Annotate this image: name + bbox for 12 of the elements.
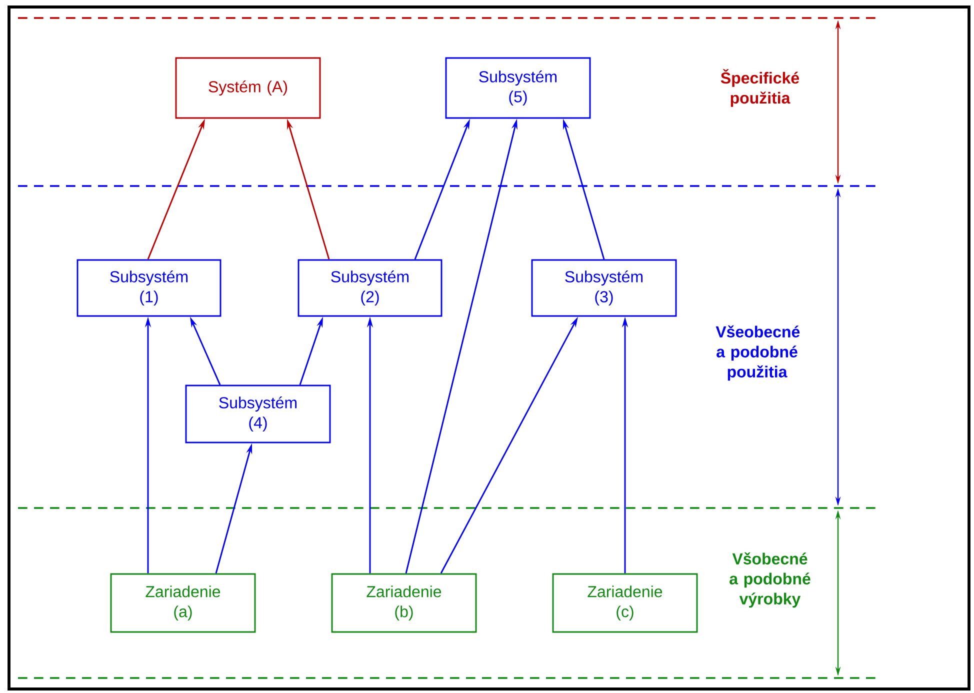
subsystem-box: Subsystém (2) <box>298 259 442 317</box>
device-box: Zariadenie (c) <box>552 573 698 633</box>
system-box: Systém (A) <box>175 57 321 119</box>
level-label: Všobecné a podobné výrobky <box>730 552 810 608</box>
device-box: Zariadenie (a) <box>110 573 256 633</box>
device-box: Zariadenie (b) <box>331 573 477 633</box>
level-label: Všeobecné a podobné použitia <box>716 325 800 381</box>
subsystem-box: Subsystém (4) <box>185 384 331 444</box>
subsystem-box: Subsystém (5) <box>445 57 591 119</box>
subsystem-box: Subsystém (1) <box>76 259 222 317</box>
subsystem-box: Subsystém (3) <box>531 259 677 317</box>
level-label: Špecifické použitia <box>720 69 800 107</box>
